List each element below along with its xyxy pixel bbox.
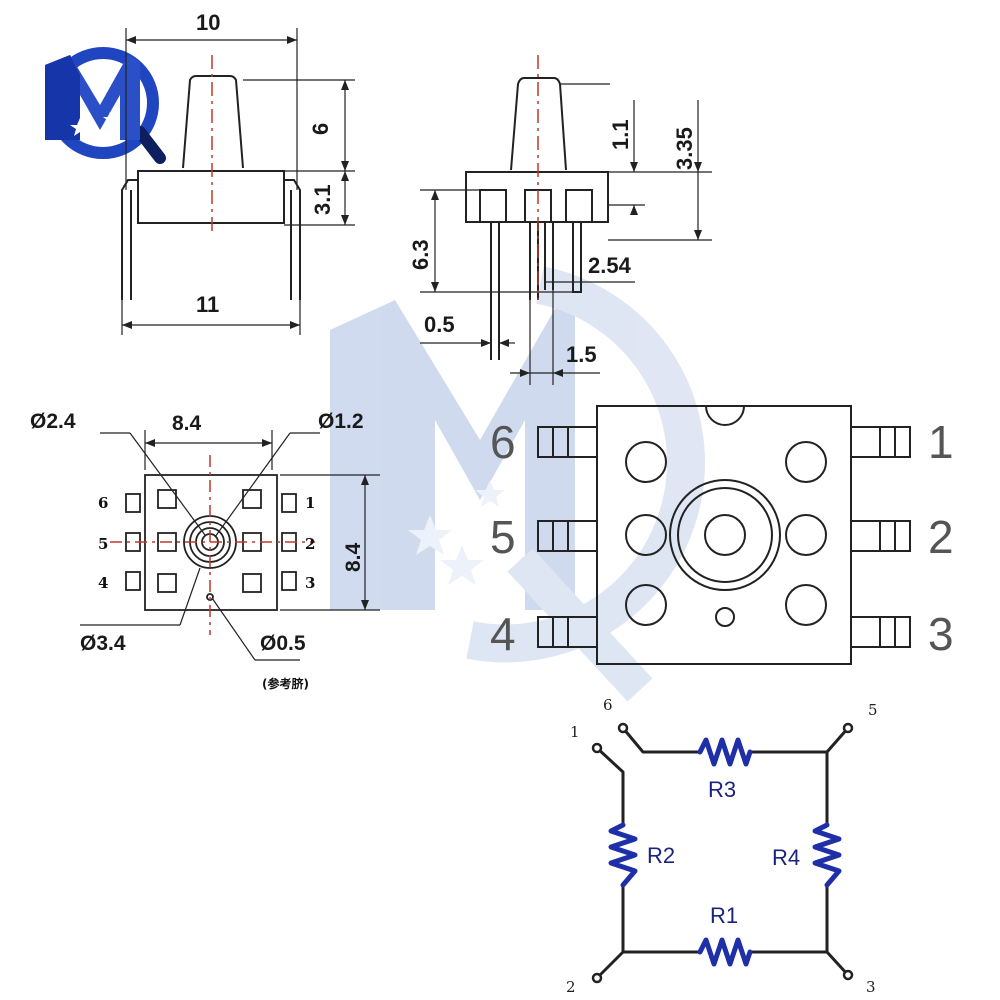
resistor-label-r1: R1 bbox=[710, 903, 738, 928]
resistor-r3-icon bbox=[697, 737, 753, 767]
bottom-dim-width: 8.4 bbox=[172, 412, 202, 435]
resistor-r2-icon bbox=[608, 822, 638, 888]
front-dim-3-35: 3.35 bbox=[672, 127, 697, 170]
node-label-1: 1 bbox=[570, 723, 580, 741]
resistor-r1-icon bbox=[697, 937, 753, 967]
bottom-dim-dia-1-2: Ø1.2 bbox=[318, 410, 364, 433]
node-5-terminal bbox=[842, 722, 854, 734]
bottom-pin-6: 6 bbox=[98, 494, 108, 512]
top-pin-5: 5 bbox=[490, 511, 516, 563]
bottom-dim-height: 8.4 bbox=[342, 542, 365, 572]
side-dim-width-top: 10 bbox=[196, 10, 220, 35]
node-label-6: 6 bbox=[603, 696, 613, 714]
node-3-terminal bbox=[842, 969, 854, 981]
bottom-pin-1: 1 bbox=[305, 494, 315, 512]
side-dim-width-bottom: 11 bbox=[196, 292, 219, 317]
top-pin-3: 3 bbox=[928, 608, 954, 660]
bottom-pin-3: 3 bbox=[305, 574, 315, 592]
node-6-terminal bbox=[617, 722, 629, 734]
front-dim-1-1: 1.1 bbox=[608, 119, 633, 150]
bottom-dim-dia-3-4: Ø3.4 bbox=[80, 632, 126, 655]
bridge-circuit bbox=[591, 722, 854, 984]
front-dim-2-54: 2.54 bbox=[588, 253, 632, 278]
bottom-dim-dia-2-4: Ø2.4 bbox=[30, 410, 76, 433]
top-pin-6: 6 bbox=[490, 416, 516, 468]
side-dim-height: 6 bbox=[308, 123, 333, 135]
bottom-pin-5: 5 bbox=[98, 535, 108, 553]
top-pin-4: 4 bbox=[490, 608, 516, 660]
bottom-dim-dia-0-5: Ø0.5 bbox=[260, 632, 306, 655]
top-pin-1: 1 bbox=[928, 416, 954, 468]
node-label-3: 3 bbox=[866, 978, 876, 996]
resistor-r4-icon bbox=[812, 822, 842, 888]
bottom-pin-2: 2 bbox=[305, 535, 315, 553]
side-view-drawing bbox=[121, 28, 355, 335]
node-label-2: 2 bbox=[566, 978, 576, 996]
side-dim-body: 3.1 bbox=[310, 184, 335, 215]
top-view-drawing bbox=[537, 405, 911, 665]
node-label-5: 5 bbox=[868, 701, 878, 719]
resistor-label-r4: R4 bbox=[772, 845, 800, 870]
front-dim-1-5: 1.5 bbox=[566, 342, 597, 367]
bottom-pin-4: 4 bbox=[98, 574, 108, 592]
mq-logo-icon bbox=[45, 47, 166, 164]
top-pin-2: 2 bbox=[928, 511, 954, 563]
resistor-label-r3: R3 bbox=[708, 777, 736, 802]
node-1-terminal bbox=[591, 742, 603, 754]
front-dim-6-3: 6.3 bbox=[408, 239, 433, 270]
node-2-terminal bbox=[591, 972, 603, 984]
resistor-label-r2: R2 bbox=[647, 843, 675, 868]
bottom-note: (参考脐) bbox=[262, 676, 309, 691]
front-dim-0-5: 0.5 bbox=[424, 312, 455, 337]
mq-watermark-icon bbox=[330, 266, 705, 702]
